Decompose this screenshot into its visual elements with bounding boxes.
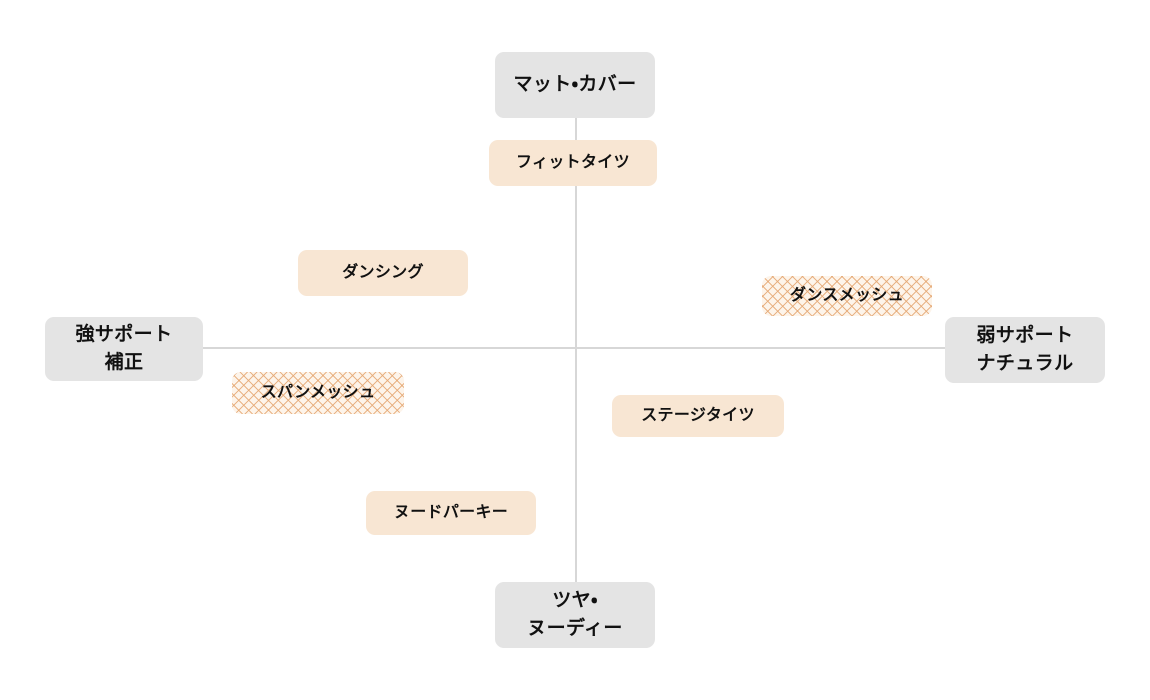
map-item-fit-tights[interactable]: フィットタイツ [489, 140, 657, 186]
horizontal-axis-line [200, 347, 950, 349]
map-item-nude-parkey[interactable]: ヌードパーキー [366, 491, 536, 535]
map-item-stage-tights[interactable]: ステージタイツ [612, 395, 784, 437]
vertical-axis-line [575, 108, 577, 582]
axis-pole-top: マット・カバー [495, 52, 655, 118]
map-item-dancing[interactable]: ダンシング [298, 250, 468, 296]
axis-pole-right: 弱サポート ナチュラル [945, 317, 1105, 383]
map-item-span-mesh[interactable]: スパンメッシュ [232, 372, 404, 414]
axis-pole-left: 強サポート 補正 [45, 317, 203, 381]
map-item-dance-mesh[interactable]: ダンスメッシュ [762, 276, 932, 316]
axis-pole-bottom: ツヤ・ ヌーディー [495, 582, 655, 648]
